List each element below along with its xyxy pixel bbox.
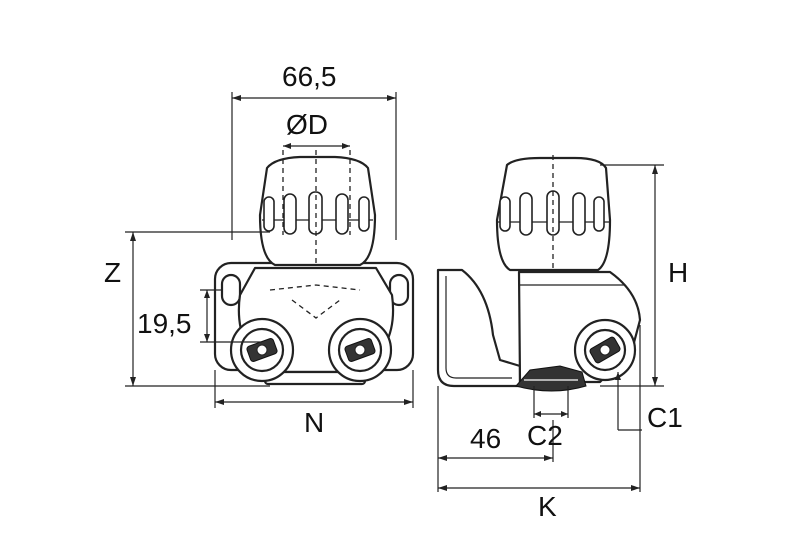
front-outlet-right: [327, 317, 393, 383]
dim-label-n: N: [304, 407, 324, 438]
side-cap-slot-4: [572, 192, 586, 236]
dim-label-c1: C1: [647, 402, 683, 433]
front-dimensions: [125, 92, 414, 408]
side-bracket-inner: [445, 276, 512, 379]
front-body-hidden-lines: [269, 284, 361, 319]
front-cap-slot-1: [263, 196, 275, 232]
side-cap-slot-2: [519, 192, 533, 236]
front-cap-slot-5: [358, 196, 370, 232]
side-bottom-nut: [515, 365, 587, 392]
dim-label-46: 46: [470, 423, 501, 454]
side-view: [436, 155, 642, 392]
side-dimensions: [437, 164, 664, 492]
side-cap-slot-5: [593, 196, 605, 232]
front-cap-slot-2: [283, 193, 297, 235]
dim-label-c2: C2: [527, 420, 563, 451]
front-mount-hole-left: [220, 273, 242, 307]
dim-label-width: 66,5: [282, 61, 337, 92]
front-cap-slot-4: [335, 193, 349, 235]
dim-label-diameter: ØD: [286, 109, 328, 140]
dim-label-k: K: [538, 491, 557, 522]
dim-label-z: Z: [104, 257, 121, 288]
side-wall-bracket: [436, 268, 522, 388]
dim-label-19-5: 19,5: [137, 308, 192, 339]
dim-label-h: H: [668, 257, 688, 288]
front-outlet-left: [229, 317, 295, 383]
front-view: [213, 150, 415, 386]
side-cap-slot-1: [499, 196, 511, 232]
side-outlet: [573, 318, 637, 382]
